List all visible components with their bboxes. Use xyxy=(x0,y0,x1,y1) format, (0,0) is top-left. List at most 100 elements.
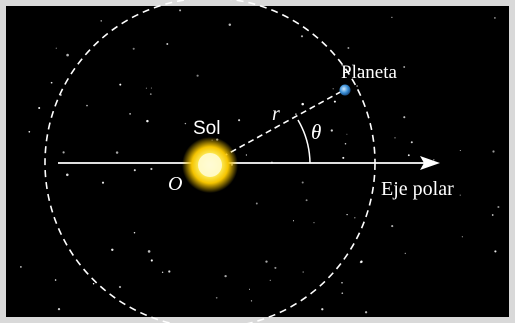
star xyxy=(492,150,495,153)
star xyxy=(357,67,361,71)
star xyxy=(407,154,410,157)
star xyxy=(269,279,271,282)
star xyxy=(344,143,347,145)
star xyxy=(62,151,65,154)
star xyxy=(433,159,435,161)
star xyxy=(147,250,151,253)
angle-arc xyxy=(297,119,311,164)
planet-label: Planeta xyxy=(341,62,397,83)
star xyxy=(341,282,343,284)
star xyxy=(394,137,396,139)
star xyxy=(301,181,304,184)
star xyxy=(295,113,297,115)
star xyxy=(38,107,41,109)
star xyxy=(248,288,251,290)
star xyxy=(119,83,122,86)
angle-label: θ xyxy=(311,120,321,144)
star xyxy=(301,102,304,106)
origin-label: O xyxy=(168,173,182,195)
star xyxy=(459,149,461,152)
sun-core xyxy=(198,153,222,177)
star xyxy=(184,122,187,125)
star xyxy=(356,85,358,87)
star xyxy=(166,43,169,45)
star xyxy=(146,119,149,123)
star xyxy=(215,296,218,299)
star xyxy=(313,222,315,224)
star xyxy=(196,74,199,77)
star xyxy=(346,133,348,135)
star xyxy=(224,274,227,278)
star xyxy=(238,119,241,122)
star xyxy=(28,130,31,133)
star xyxy=(101,181,105,184)
star xyxy=(161,271,164,273)
star xyxy=(494,17,496,19)
star xyxy=(168,270,171,273)
star xyxy=(111,248,114,251)
star xyxy=(245,154,248,156)
star xyxy=(66,53,69,57)
star xyxy=(332,88,334,90)
polar-axis-arrowhead xyxy=(420,156,440,170)
star xyxy=(321,308,324,311)
star xyxy=(389,76,391,78)
star xyxy=(330,129,333,132)
star xyxy=(459,194,461,196)
star xyxy=(403,116,406,119)
star xyxy=(55,47,57,49)
star xyxy=(391,16,393,18)
radius-line xyxy=(221,89,345,158)
star xyxy=(150,167,153,171)
star xyxy=(228,23,232,27)
star xyxy=(149,93,152,95)
star xyxy=(57,307,61,311)
star xyxy=(346,213,348,216)
star xyxy=(265,260,268,263)
star xyxy=(133,169,136,172)
planet xyxy=(339,84,351,96)
star xyxy=(491,214,494,216)
star xyxy=(305,199,308,202)
star xyxy=(354,217,356,219)
star xyxy=(497,205,500,209)
star xyxy=(313,130,317,133)
star xyxy=(118,285,122,289)
star xyxy=(494,250,497,253)
star xyxy=(391,225,394,228)
radius-label: r xyxy=(272,103,280,125)
star xyxy=(150,87,152,89)
star xyxy=(150,259,153,262)
sun-label: Sol xyxy=(193,118,220,139)
star xyxy=(333,100,336,103)
star xyxy=(341,292,344,295)
star xyxy=(404,252,406,255)
star xyxy=(145,87,147,89)
star xyxy=(300,35,304,38)
star xyxy=(347,47,350,49)
star xyxy=(364,311,368,314)
star xyxy=(133,232,136,234)
star xyxy=(50,81,53,84)
star xyxy=(292,220,295,222)
star xyxy=(115,151,119,154)
star xyxy=(461,236,463,238)
star xyxy=(302,271,304,273)
star xyxy=(342,156,345,159)
star xyxy=(100,20,102,22)
star xyxy=(360,260,363,263)
star xyxy=(410,141,413,144)
star xyxy=(255,202,258,205)
star xyxy=(403,66,406,68)
star xyxy=(132,47,135,50)
star xyxy=(20,266,22,268)
star xyxy=(86,104,88,107)
star xyxy=(250,300,253,302)
star xyxy=(92,282,95,285)
star xyxy=(54,279,57,281)
star xyxy=(274,266,277,269)
star xyxy=(66,173,69,177)
star xyxy=(129,113,131,115)
